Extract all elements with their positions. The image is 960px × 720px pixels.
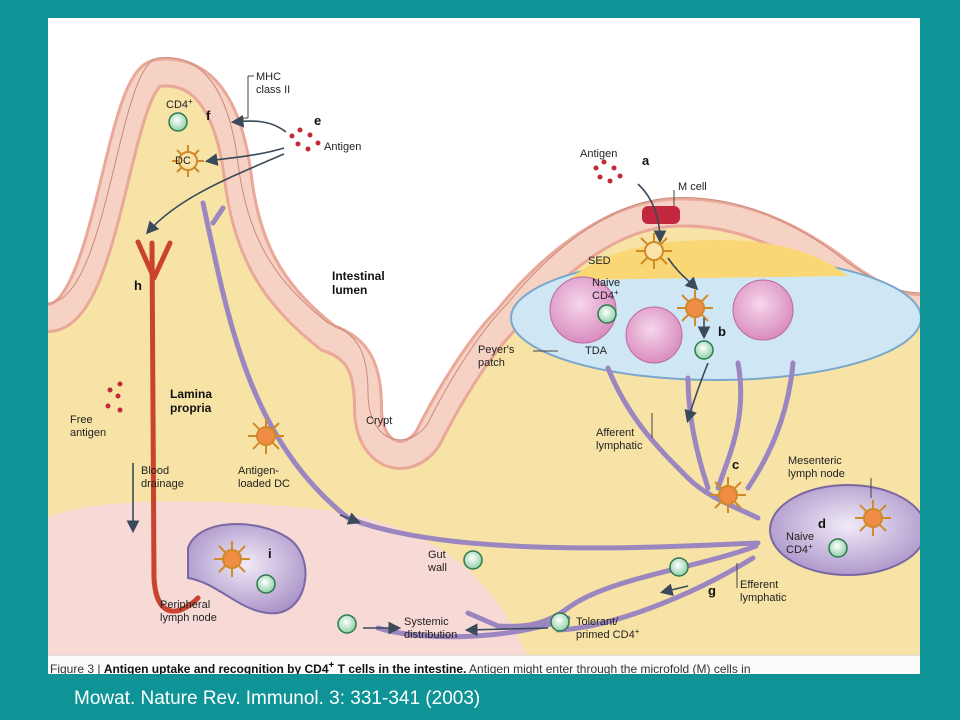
antigen-e-label: Antigen	[324, 141, 361, 153]
tda-label: TDA	[585, 345, 608, 357]
flow-arrows	[126, 114, 711, 637]
dendritic-cell	[172, 145, 891, 577]
step-i: i	[268, 546, 272, 561]
follicle	[625, 306, 683, 364]
crypt-label: Crypt	[366, 415, 392, 427]
step-e: e	[314, 113, 321, 128]
step-a: a	[642, 153, 650, 168]
m-cell-label: M cell	[678, 181, 707, 193]
mesenteric-lymph-node	[769, 484, 920, 576]
antigen-a-label: Antigen	[580, 148, 617, 160]
epithelium	[48, 56, 920, 470]
figure-caption: Figure 3 | Antigen uptake and recognitio…	[48, 655, 920, 674]
step-b: b	[718, 324, 726, 339]
t-cell	[168, 112, 848, 634]
step-h: h	[134, 278, 142, 293]
step-d: d	[818, 516, 826, 531]
blood-vessel	[135, 239, 201, 614]
step-g: g	[708, 583, 716, 598]
tolerant-label: Tolerant/primed CD4+	[576, 616, 640, 641]
cd4-villus-label: CD4+	[166, 97, 193, 111]
citation: Mowat. Nature Rev. Immunol. 3: 331-341 (…	[74, 688, 481, 709]
sed-label: SED	[588, 255, 611, 267]
leader-lines	[238, 75, 872, 588]
peyers-patch	[510, 206, 920, 381]
step-c: c	[732, 457, 739, 472]
m-cell	[642, 206, 680, 224]
follicle	[549, 276, 617, 344]
step-f: f	[206, 108, 211, 123]
follicle	[732, 279, 794, 341]
dc-label: DC	[175, 155, 191, 167]
antigen-particles	[105, 127, 623, 413]
peripheral-lymph-node	[187, 523, 307, 615]
loaded-dc-label: Antigen-loaded DC	[238, 465, 290, 490]
